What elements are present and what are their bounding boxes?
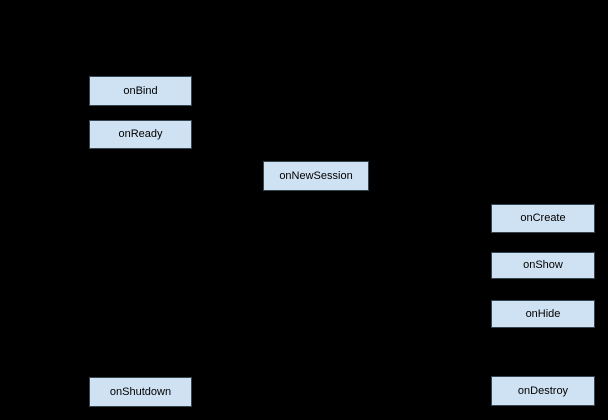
node-onshow-label: onShow xyxy=(523,259,563,271)
node-onbind: onBind xyxy=(89,76,192,106)
node-ondestroy-label: onDestroy xyxy=(517,384,569,397)
node-onnewsession-label: onNewSession xyxy=(279,169,353,182)
node-ondestroy: onDestroy xyxy=(491,376,595,406)
node-onhide: onHide xyxy=(491,300,595,328)
node-oncreate: onCreate xyxy=(491,204,595,233)
node-onshow: onShow xyxy=(491,252,595,279)
node-onready: onReady xyxy=(89,120,192,149)
node-onnewsession: onNewSession xyxy=(263,161,369,191)
node-onbind-label: onBind xyxy=(123,84,158,97)
node-onshutdown: onShutdown xyxy=(89,377,192,407)
node-onready-label: onReady xyxy=(118,128,163,140)
node-onhide-label: onHide xyxy=(525,307,561,320)
node-oncreate-label: onCreate xyxy=(520,212,566,224)
node-onshutdown-label: onShutdown xyxy=(109,385,172,398)
